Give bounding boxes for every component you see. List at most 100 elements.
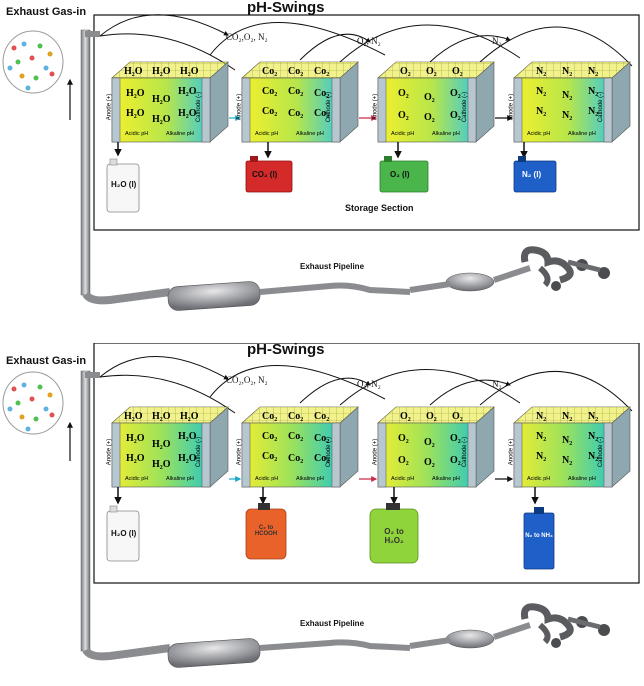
molecule: O₂ xyxy=(424,437,435,448)
anode-label: Anode (+) xyxy=(508,438,515,466)
molecule: O₂ xyxy=(450,110,461,121)
gas-bubble xyxy=(2,30,64,94)
molecule: H₂O xyxy=(124,66,143,77)
alkaline-ph-label: Alkaline pH xyxy=(166,131,194,137)
molecule: H₂O xyxy=(126,108,145,119)
acidic-ph-label: Acidic pH xyxy=(391,476,415,482)
alkaline-ph-label: Alkaline pH xyxy=(166,476,194,482)
top-diagram-graphics xyxy=(2,14,640,311)
container-label-o2: O₂ (l) xyxy=(390,170,410,179)
muffler-top xyxy=(167,265,531,311)
flow-label-3: N₂ xyxy=(492,379,502,389)
molecule: Co₂ xyxy=(262,66,278,77)
container-n2 xyxy=(513,156,557,193)
ph-swing-frame xyxy=(93,14,640,231)
container-label-h2o: H₂O (l) xyxy=(111,529,137,538)
container-label-co2: CO₂ (l) xyxy=(252,170,278,179)
molecule: O₂ xyxy=(424,457,435,468)
flow-label-2: O₂, N₂ xyxy=(357,36,381,46)
molecule: O₂ xyxy=(400,66,411,77)
molecule: Co₂ xyxy=(288,86,304,97)
bottom-panel: Exhaust Gas-in pH-Swings CO₂,O₂, N₂ O₂, … xyxy=(0,341,644,686)
molecule: O₂ xyxy=(450,455,461,466)
molecule: N₂ xyxy=(562,90,573,101)
molecule: N₂ xyxy=(588,451,599,462)
molecule: H₂O xyxy=(152,114,171,125)
molecule: Co₂ xyxy=(314,66,330,77)
acidic-ph-label: Acidic pH xyxy=(125,131,149,137)
molecule: H₂O xyxy=(152,66,171,77)
ph-swings-title: pH-Swings xyxy=(247,0,325,16)
anode-label: Anode (+) xyxy=(236,438,243,466)
acidic-ph-label: Acidic pH xyxy=(125,476,149,482)
molecule: H₂O xyxy=(152,411,171,422)
exhaust-pipeline-label: Exhaust Pipeline xyxy=(300,619,365,628)
cathode-label: Cathode (-) xyxy=(326,91,333,123)
molecule: O₂ xyxy=(398,455,409,466)
acidic-ph-label: Acidic pH xyxy=(255,476,279,482)
molecule: N₂ xyxy=(562,411,573,422)
container-label-h2o2: O₂ to H₂O₂ xyxy=(384,527,404,545)
molecule: Co₂ xyxy=(314,453,330,464)
molecule: Co₂ xyxy=(288,453,304,464)
gas-dots xyxy=(7,382,55,432)
container-h2o xyxy=(106,505,140,562)
container-label-hcooh: C₂ to HCOOH xyxy=(254,525,278,537)
molecule: H₂O xyxy=(180,411,199,422)
molecule: H₂O xyxy=(126,433,145,444)
ph-swing-frame xyxy=(93,343,640,584)
molecule: N₂ xyxy=(536,431,547,442)
molecule: O₂ xyxy=(426,66,437,77)
muffler-bottom xyxy=(167,622,531,668)
exhaust-pipeline-label: Exhaust Pipeline xyxy=(300,262,365,271)
molecule: O₂ xyxy=(452,66,463,77)
cell-2 xyxy=(241,406,359,488)
molecule: N₂ xyxy=(562,66,573,77)
molecule: O₂ xyxy=(398,110,409,121)
molecule: N₂ xyxy=(588,86,599,97)
molecule: Co₂ xyxy=(262,86,278,97)
exhaust-manifold-top xyxy=(521,246,610,291)
molecule: N₂ xyxy=(536,66,547,77)
container-hcooh xyxy=(245,503,287,560)
anode-label: Anode (+) xyxy=(106,438,113,466)
acidic-ph-label: Acidic pH xyxy=(391,131,415,137)
molecule: Co₂ xyxy=(262,106,278,117)
molecule: N₂ xyxy=(536,106,547,117)
exhaust-manifold-bottom xyxy=(521,603,610,648)
molecule: H₂O xyxy=(126,453,145,464)
cathode-label: Cathode (-) xyxy=(326,436,333,468)
alkaline-ph-label: Alkaline pH xyxy=(568,476,596,482)
flow-label-3: N₂ xyxy=(492,36,502,46)
molecule: H₂O xyxy=(180,66,199,77)
cathode-label: Cathode (-) xyxy=(598,436,605,468)
ph-swings-title: pH-Swings xyxy=(247,341,325,358)
molecule: Co₂ xyxy=(288,108,304,119)
molecule: N₂ xyxy=(588,431,599,442)
top-panel: Exhaust Gas-in pH-Swings CO₂,O₂, N₂ O₂, … xyxy=(2,0,640,311)
cell-2 xyxy=(241,61,359,143)
molecule: O₂ xyxy=(450,88,461,99)
container-h2o2 xyxy=(369,503,419,564)
cathode-label: Cathode (-) xyxy=(196,91,203,123)
container-o2 xyxy=(379,156,429,193)
container-label-nh3: N₂ to NH₃ xyxy=(525,533,553,539)
gas-dots xyxy=(7,41,55,91)
acidic-ph-label: Acidic pH xyxy=(527,131,551,137)
molecule: H₂O xyxy=(152,459,171,470)
molecule: Co₂ xyxy=(314,108,330,119)
molecule: N₂ xyxy=(536,411,547,422)
acidic-ph-label: Acidic pH xyxy=(527,476,551,482)
molecule: Co₂ xyxy=(314,411,330,422)
molecule: N₂ xyxy=(588,411,599,422)
molecule: Co₂ xyxy=(288,411,304,422)
molecule: O₂ xyxy=(426,411,437,422)
cell-1 xyxy=(111,61,229,143)
alkaline-ph-label: Alkaline pH xyxy=(568,131,596,137)
anode-label: Anode (+) xyxy=(508,93,515,121)
anode-label: Anode (+) xyxy=(236,93,243,121)
molecule: Co₂ xyxy=(314,433,330,444)
molecule: H₂O xyxy=(178,86,197,97)
molecule: O₂ xyxy=(450,433,461,444)
molecule: O₂ xyxy=(424,92,435,103)
